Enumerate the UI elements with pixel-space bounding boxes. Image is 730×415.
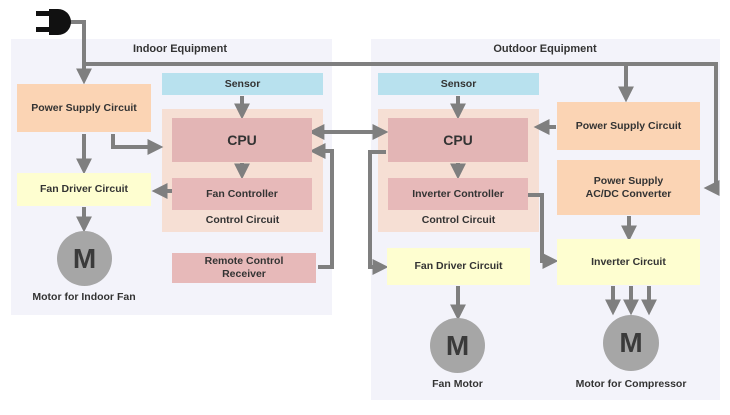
outdoor-fan-motor-caption: Fan Motor xyxy=(432,378,483,390)
remote-to-cpu-arrow xyxy=(309,143,334,269)
power-plug-icon xyxy=(36,9,71,35)
outdoor-fan-driver-circuit: Fan Driver Circuit xyxy=(387,248,530,285)
inverter-circuit: Inverter Circuit xyxy=(557,239,700,285)
feed-to-converter-arrow xyxy=(84,62,720,196)
compressor-motor-caption: Motor for Compressor xyxy=(575,378,687,390)
ac-dc-converter: Power Supply AC/DC Converter xyxy=(557,160,700,215)
outdoor-inverter-controller: Inverter Controller xyxy=(388,178,528,210)
outdoor-sensor: Sensor xyxy=(378,73,539,95)
indoor-fan-driver-circuit: Fan Driver Circuit xyxy=(17,173,151,206)
indoor-fan-controller: Fan Controller xyxy=(172,178,312,210)
ac-dc-converter-line2: AC/DC Converter xyxy=(585,187,672,200)
indoor-control-circuit-label: Control Circuit xyxy=(205,214,280,226)
outdoor-fan-motor: M xyxy=(430,318,485,373)
indoor-sensor: Sensor xyxy=(162,73,323,95)
indoor-power-to-cpu-arrow xyxy=(111,134,164,155)
indoor-power-supply-circuit: Power Supply Circuit xyxy=(17,84,151,132)
outdoor-cpu-to-driver-arrow xyxy=(368,150,389,275)
indoor-cpu: CPU xyxy=(172,118,312,162)
ac-dc-converter-line1: Power Supply xyxy=(593,174,664,187)
outdoor-control-circuit-label: Control Circuit xyxy=(421,214,496,226)
inv-ctrl-to-inverter-arrow xyxy=(528,193,559,269)
indoor-title: Indoor Equipment xyxy=(132,43,228,55)
outdoor-title: Outdoor Equipment xyxy=(493,43,597,55)
remote-control-receiver-line1: Remote Control xyxy=(204,255,284,267)
outdoor-cpu: CPU xyxy=(388,118,528,162)
remote-control-receiver-line2: Receiver xyxy=(222,268,266,280)
indoor-fan-motor: M xyxy=(57,231,112,286)
outdoor-power-supply-circuit: Power Supply Circuit xyxy=(557,102,700,150)
plug-to-indoor-power-arrow xyxy=(68,20,92,85)
compressor-motor: M xyxy=(603,315,659,371)
indoor-fan-motor-caption: Motor for Indoor Fan xyxy=(32,291,136,303)
remote-control-receiver: Remote Control Receiver xyxy=(172,253,316,283)
